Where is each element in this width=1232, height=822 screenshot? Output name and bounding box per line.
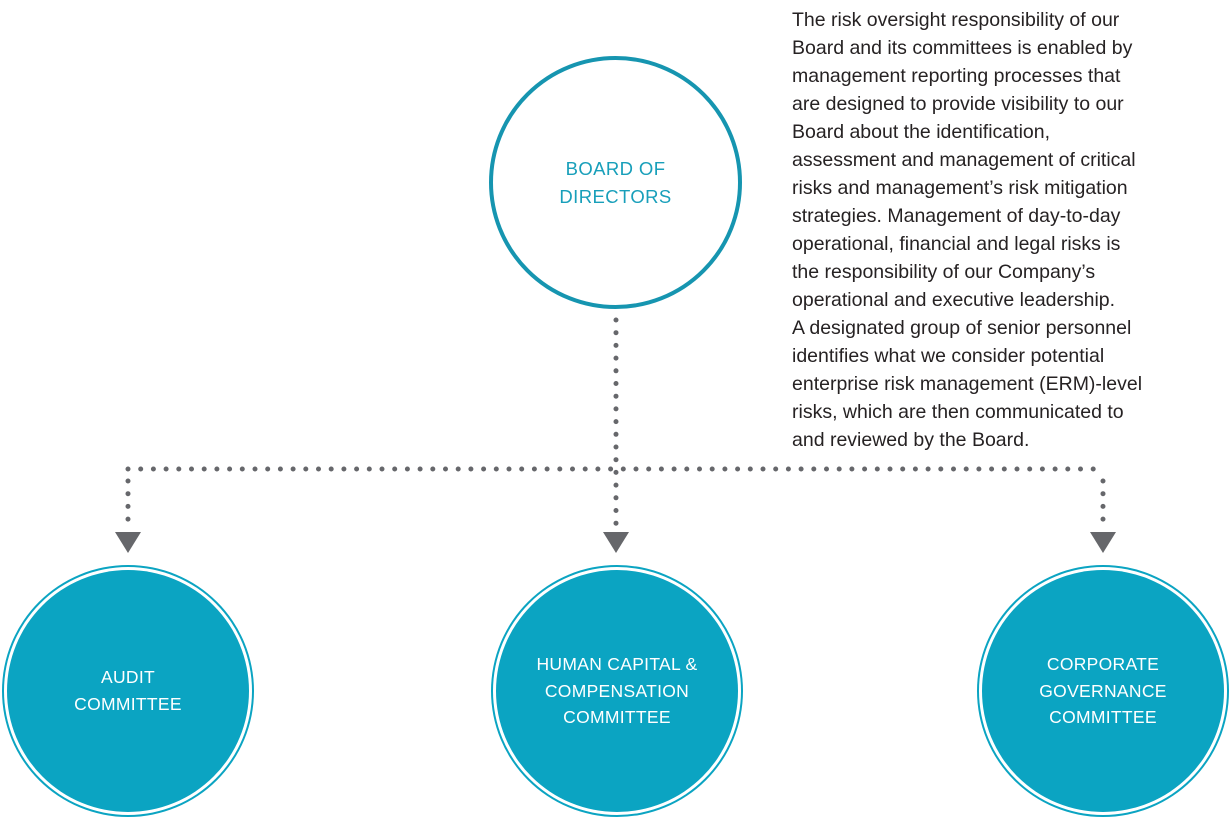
board-of-directors-label: BOARD OF DIRECTORS <box>559 157 672 207</box>
risk-oversight-paragraph: The risk oversight responsibility of our… <box>792 9 1143 451</box>
arrowhead-center-icon <box>603 532 629 553</box>
board-of-directors-node: BOARD OF DIRECTORS <box>489 56 742 309</box>
corporate-governance-committee-label: CORPORATE GOVERNANCE COMMITTEE <box>1039 654 1167 728</box>
audit-committee-node: AUDIT COMMITTEE <box>7 570 249 812</box>
human-capital-compensation-committee-node: HUMAN CAPITAL & COMPENSATION COMMITTEE <box>496 570 738 812</box>
corporate-governance-committee-node: CORPORATE GOVERNANCE COMMITTEE <box>982 570 1224 812</box>
audit-committee-label: AUDIT COMMITTEE <box>74 667 182 714</box>
arrowhead-left-icon <box>115 532 141 553</box>
arrowhead-right-icon <box>1090 532 1116 553</box>
human-capital-compensation-committee-label: HUMAN CAPITAL & COMPENSATION COMMITTEE <box>536 654 698 728</box>
